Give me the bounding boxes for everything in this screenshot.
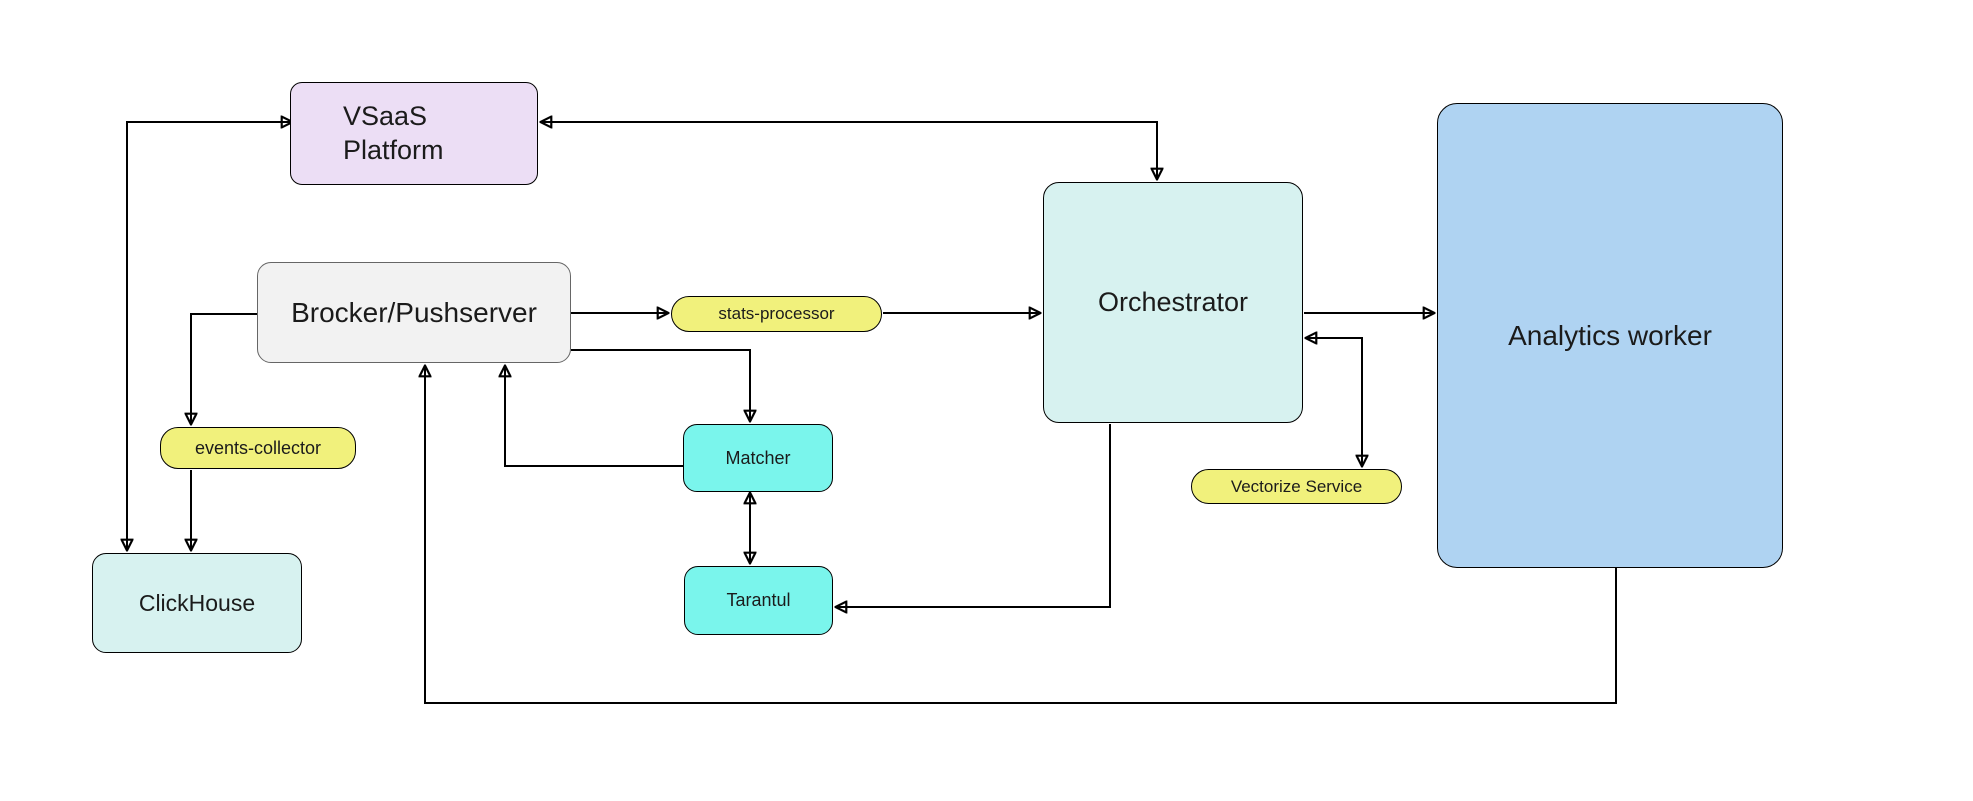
node-vectorize-service-label: Vectorize Service <box>1230 476 1363 496</box>
edge-orchestrator-vsaas <box>541 122 1157 179</box>
edge-orchestrator-tarantul <box>836 424 1111 607</box>
node-analytics-worker-label: Analytics worker <box>1508 320 1712 351</box>
node-clickhouse: ClickHouse <box>92 553 302 653</box>
node-analytics-worker: Analytics worker <box>1437 103 1783 568</box>
edge-matcher-brocker <box>505 366 683 467</box>
node-stats-processor: stats-processor <box>671 296 882 332</box>
node-stats-processor-label: stats-processor <box>718 304 835 324</box>
node-events-collector: events-collector <box>160 427 356 469</box>
node-tarantul: Tarantul <box>684 566 833 635</box>
edge-brocker-matcher <box>571 349 750 421</box>
node-matcher-label: Matcher <box>725 447 791 468</box>
node-brocker-pushserver: Brocker/Pushserver <box>257 262 571 363</box>
node-clickhouse-label: ClickHouse <box>138 589 256 616</box>
node-orchestrator: Orchestrator <box>1043 182 1303 423</box>
node-vsaas-platform-label: VSaaS Platform <box>343 100 444 165</box>
edge-orchestrator-vectorize-service <box>1306 338 1362 466</box>
node-brocker-pushserver-label: Brocker/Pushserver <box>291 297 537 328</box>
node-tarantul-label: Tarantul <box>726 590 791 611</box>
edge-brocker-events-collector <box>191 313 257 424</box>
node-vectorize-service: Vectorize Service <box>1191 469 1402 504</box>
node-orchestrator-label: Orchestrator <box>1097 286 1249 317</box>
node-matcher: Matcher <box>683 424 833 492</box>
node-events-collector-label: events-collector <box>194 437 322 458</box>
node-vsaas-platform: VSaaS Platform <box>290 82 538 185</box>
